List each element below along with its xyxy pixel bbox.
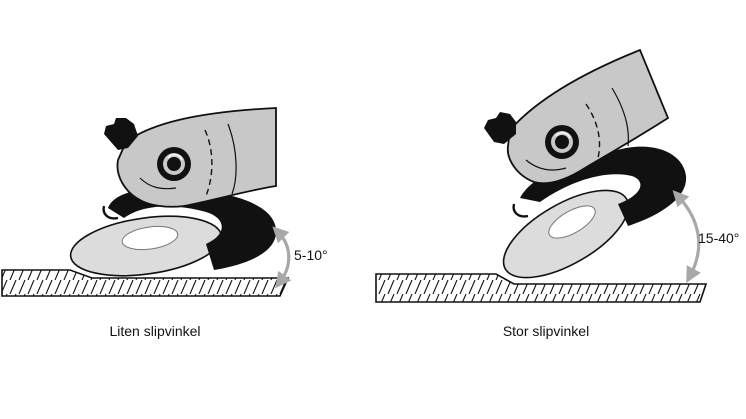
angle-label-right: 15-40° [698, 230, 739, 246]
caption-left: Liten slipvinkel [109, 323, 200, 339]
spindle-nut-left [104, 118, 138, 150]
angle-arrow-right [672, 190, 701, 284]
caption-right: Stor slipvinkel [503, 323, 589, 339]
angle-label-left: 5-10° [294, 247, 328, 263]
disc-guard-right [520, 146, 687, 226]
angle-grinder-right [484, 48, 687, 279]
angle-arrow-left [272, 226, 292, 289]
disc-guard-left [108, 188, 277, 270]
panel-small-angle: 5-10° Liten slipvinkel [1, 107, 328, 339]
angle-grinder-left [69, 107, 277, 277]
workpiece-right [375, 273, 708, 303]
spindle-nut-right [484, 112, 516, 144]
grinder-body-left [116, 107, 277, 208]
panel-large-angle: 15-40° Stor slipvinkel [375, 48, 739, 339]
